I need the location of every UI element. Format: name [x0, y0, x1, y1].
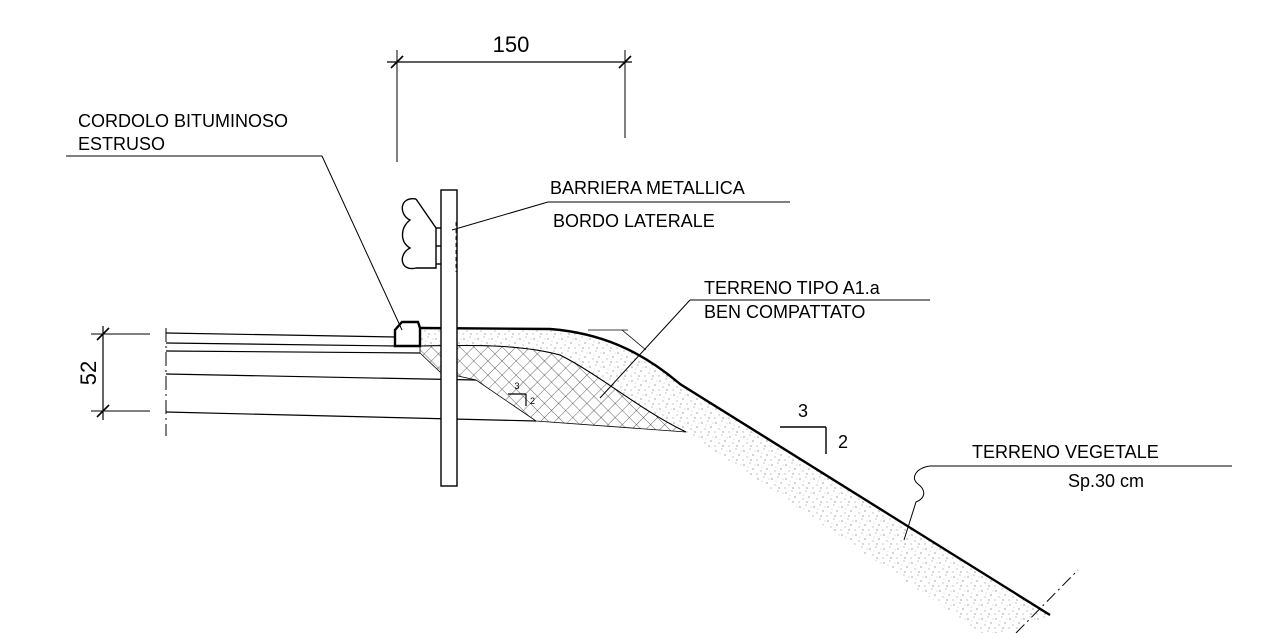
dimension-150-label: 150	[493, 32, 530, 57]
barrier-post	[440, 189, 458, 487]
main-slope-run: 3	[798, 401, 808, 421]
vegetale-soil-fill	[420, 328, 1050, 633]
curb-block	[393, 320, 422, 348]
label-barriera: BARRIERA METALLICA BORDO LATERALE	[451, 178, 790, 231]
label-barriera-line2: BORDO LATERALE	[553, 211, 715, 231]
label-terreno-a1-line2: BEN COMPATTATO	[704, 302, 865, 322]
main-slope-rise: 2	[838, 432, 848, 452]
label-vegetale-line1: TERRENO VEGETALE	[972, 442, 1159, 462]
label-terreno-a1-line1: TERRENO TIPO A1.a	[704, 278, 881, 298]
label-vegetale: TERRENO VEGETALE Sp.30 cm	[903, 442, 1232, 541]
label-vegetale-line2: Sp.30 cm	[1068, 471, 1144, 491]
dimension-150: 150	[387, 32, 632, 162]
label-terreno-a1: TERRENO TIPO A1.a BEN COMPATTATO	[599, 278, 930, 399]
label-barriera-line1: BARRIERA METALLICA	[550, 178, 745, 198]
label-cordolo-line1: CORDOLO BITUMINOSO	[78, 111, 288, 131]
dimension-52: 52	[76, 326, 150, 420]
pavement-layers	[165, 332, 537, 422]
main-slope-indicator: 3 2	[780, 401, 848, 454]
small-slope-rise: 2	[530, 396, 535, 406]
break-line-right	[1015, 569, 1079, 634]
small-slope-run: 3	[514, 381, 519, 391]
label-cordolo: CORDOLO BITUMINOSO ESTRUSO	[66, 111, 403, 331]
label-cordolo-line2: ESTRUSO	[78, 134, 165, 154]
embankment-top-line	[419, 326, 1051, 617]
compacted-boundary-line	[419, 344, 687, 433]
barrier-beam	[401, 198, 457, 272]
small-slope-indicator: 3 2	[508, 381, 535, 406]
dimension-52-label: 52	[76, 361, 101, 385]
